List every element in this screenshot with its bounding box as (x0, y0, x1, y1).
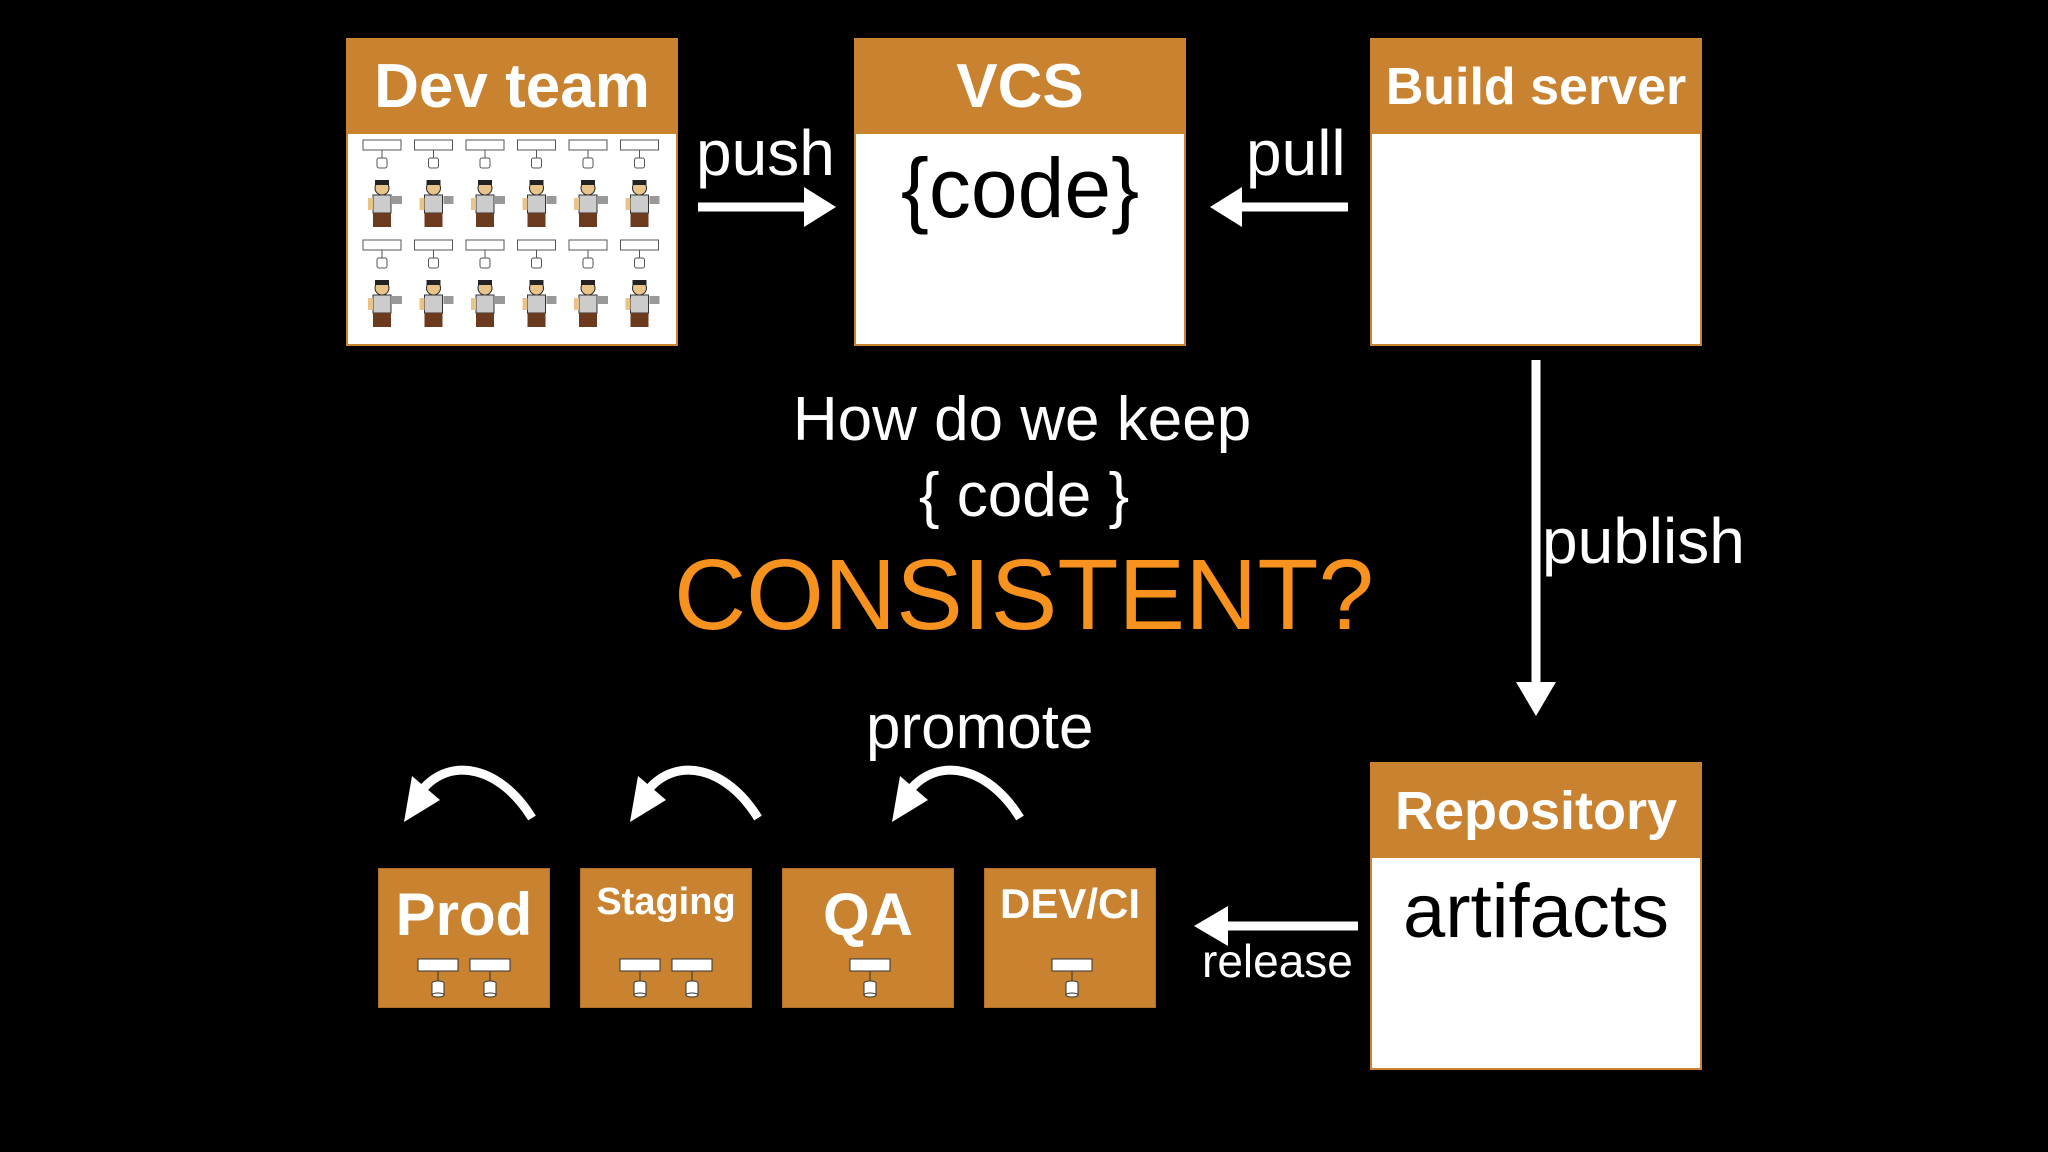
promote-arrow-to-staging (630, 765, 762, 822)
staging-server-pair (619, 957, 715, 1006)
repository-title: Repository (1372, 764, 1700, 858)
vcs-title: VCS (856, 40, 1184, 134)
env-qa: QA (782, 868, 954, 1008)
vcs-code-label: {code} (900, 141, 1140, 235)
vcs-box: VCS {code} (854, 38, 1186, 346)
dev-team-box: Dev team (346, 38, 678, 346)
dev-team-title: Dev team (348, 40, 676, 134)
publish-label: publish (1542, 505, 1745, 577)
repository-artifacts-label: artifacts (1402, 869, 1670, 954)
env-prod: Prod (378, 868, 550, 1008)
push-label: push (696, 117, 835, 189)
env-devci-label: DEV/CI (999, 880, 1141, 927)
dev-team-grid (348, 134, 676, 344)
publish-arrow (1516, 360, 1556, 716)
question-line-2: { code } (918, 461, 1130, 530)
qa-server (849, 957, 893, 1006)
question-line-3: CONSISTENT? (673, 539, 1375, 651)
env-devci: DEV/CI (984, 868, 1156, 1008)
env-staging-label: Staging (596, 881, 736, 923)
push-arrow (698, 187, 836, 227)
env-prod-label: Prod (395, 881, 533, 948)
release-arrow (1194, 906, 1358, 946)
question-line-1: How do we keep (792, 385, 1252, 454)
promote-arrow-to-prod (404, 765, 536, 822)
build-server-title: Build server (1372, 40, 1700, 134)
pull-arrow (1210, 187, 1348, 227)
pull-label: pull (1246, 117, 1346, 189)
prod-server-pair (417, 957, 513, 1006)
env-staging: Staging (580, 868, 752, 1008)
build-server-box: Build server (1370, 38, 1702, 346)
devci-server (1051, 957, 1095, 1006)
env-qa-label: QA (823, 881, 913, 948)
promote-label: promote (866, 693, 1094, 762)
promote-arrow-to-qa (892, 765, 1024, 822)
repository-box: Repository artifacts (1370, 762, 1702, 1070)
